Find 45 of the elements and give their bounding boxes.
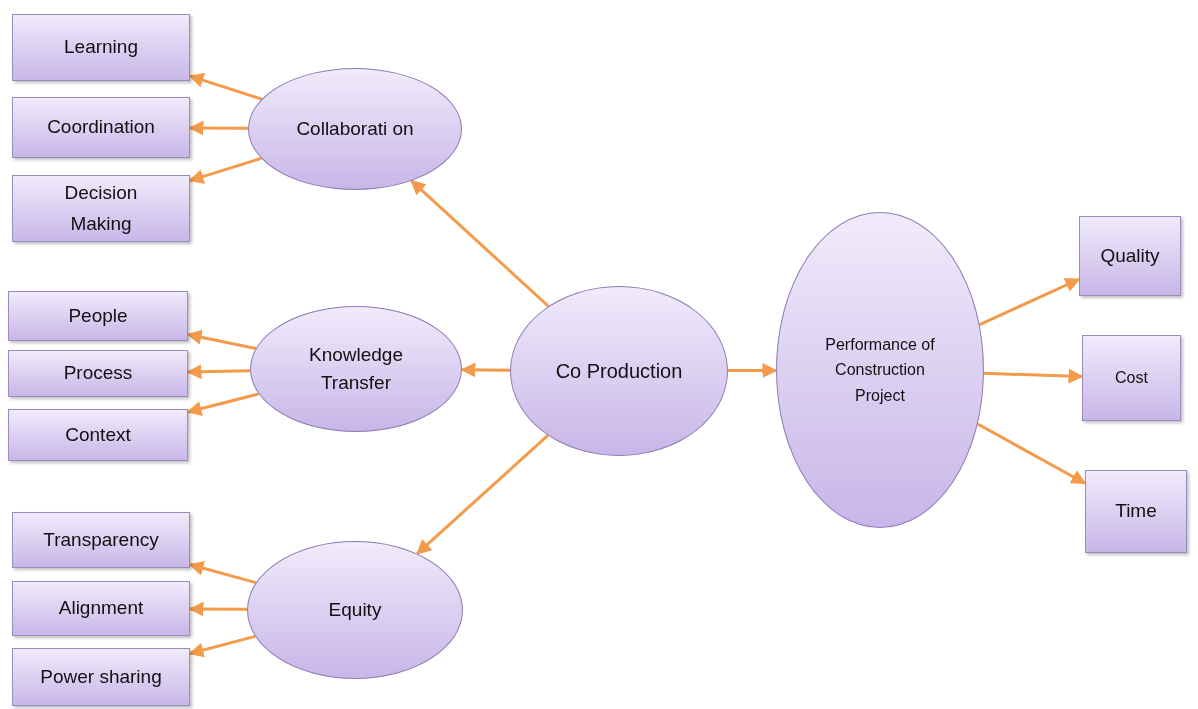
arrow	[188, 601, 247, 617]
arrow	[983, 368, 1084, 384]
node-label: Learning	[64, 35, 138, 60]
node-label: Context	[65, 422, 131, 447]
rectangle-node	[1082, 335, 1181, 421]
rectangle-node	[8, 350, 188, 397]
arrow	[977, 422, 1087, 485]
arrow	[188, 120, 249, 136]
node-label: Cost	[1115, 367, 1148, 388]
rectangle-node	[1085, 470, 1187, 553]
node-label: Performance of Construction Project	[825, 334, 935, 406]
node-label: Decision Making	[63, 181, 139, 236]
node-label: Process	[63, 361, 133, 386]
node-label: Equity	[328, 597, 382, 622]
rectangle-node	[12, 581, 190, 636]
node-label: Knowledge Transfer	[308, 342, 404, 395]
rectangle-node	[1079, 216, 1181, 296]
node-label: Collaborati on	[296, 116, 414, 141]
arrow	[728, 362, 778, 378]
arrow	[186, 392, 259, 416]
arrow	[186, 329, 257, 350]
node-label: Quality	[1100, 243, 1160, 268]
rectangle-node	[12, 175, 190, 242]
node-label: Time	[1115, 499, 1157, 524]
arrow	[979, 277, 1081, 326]
node-label: Coordination	[47, 115, 155, 140]
rectangle-node	[12, 14, 190, 81]
arrow	[416, 434, 549, 555]
rectangle-node	[12, 97, 190, 158]
node-label: Co Production	[555, 359, 683, 384]
rectangle-node	[8, 291, 188, 341]
arrow	[188, 73, 263, 101]
node-label: People	[68, 303, 128, 328]
arrow	[186, 364, 251, 380]
node-label: Alignment	[58, 596, 144, 621]
node-label: Transparency	[43, 527, 159, 552]
arrow	[460, 362, 511, 378]
rectangle-node	[12, 512, 190, 568]
rectangle-node	[12, 648, 190, 706]
rectangle-node	[8, 409, 188, 461]
arrow	[188, 634, 256, 658]
arrow	[410, 179, 550, 308]
arrow	[188, 560, 257, 585]
node-label: Power sharing	[40, 664, 162, 689]
arrow	[188, 156, 262, 184]
